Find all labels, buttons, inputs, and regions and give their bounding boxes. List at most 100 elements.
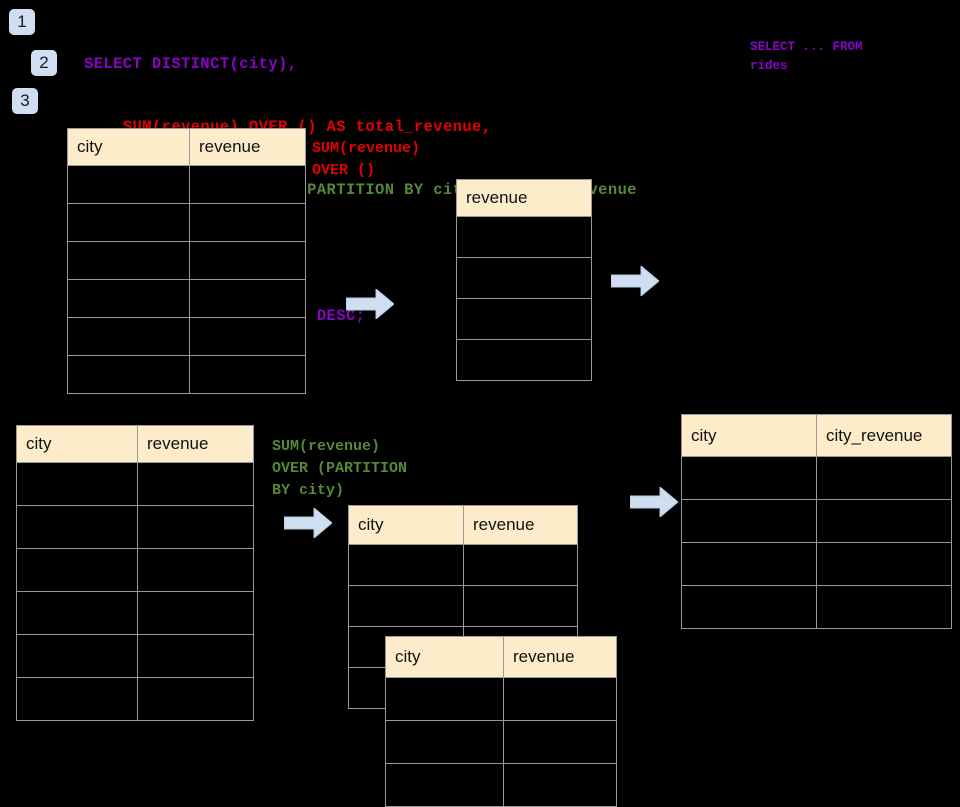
step-badge-1: 1 (9, 9, 35, 35)
step-badge-2: 2 (31, 50, 57, 76)
cell-city (67, 203, 190, 242)
cell-city (348, 585, 464, 627)
table-row (16, 677, 254, 721)
rides-source-table: city revenue (67, 128, 306, 394)
cell-city (16, 634, 138, 678)
column-header-city: city (385, 636, 504, 678)
table-row (348, 585, 578, 627)
annotation-sum-over-partition: SUM(revenue) OVER (PARTITION BY city) (272, 438, 408, 499)
cell-city-revenue (816, 585, 952, 629)
cell-city (67, 317, 190, 356)
cell-city (16, 548, 138, 592)
cell-city (67, 165, 190, 204)
cell-city (681, 456, 817, 500)
cell-revenue (463, 585, 578, 627)
cell-revenue (189, 241, 306, 280)
arrow-source-to-total-icon (346, 289, 394, 319)
table-row (16, 505, 254, 549)
cell-revenue (189, 165, 306, 204)
table-row (681, 585, 952, 629)
table-row (67, 203, 306, 242)
table-row (456, 339, 592, 381)
cell-revenue (503, 677, 617, 721)
annotation-sum-over-empty: SUM(revenue) OVER () (312, 140, 421, 179)
table-row (385, 677, 617, 721)
table-row (385, 763, 617, 807)
arrow-source2-to-partition-icon (284, 508, 332, 538)
cell-city (67, 355, 190, 394)
partition-table-a: city revenue (348, 505, 578, 709)
cell-revenue (137, 505, 254, 549)
table-row (385, 720, 617, 764)
table-row (67, 317, 306, 356)
table-row (681, 499, 952, 543)
cell-city (67, 241, 190, 280)
cell-city (385, 720, 504, 764)
cell-city (16, 505, 138, 549)
cell-revenue (456, 298, 592, 340)
table-header-row: city revenue (348, 505, 578, 545)
table-row (681, 542, 952, 586)
column-header-revenue: revenue (503, 636, 617, 678)
cell-city (67, 279, 190, 318)
cell-revenue (456, 257, 592, 299)
column-header-city: city (681, 414, 817, 457)
table-row (67, 165, 306, 204)
cell-revenue (503, 763, 617, 807)
arrow-partition-to-result-icon (630, 487, 678, 517)
cell-revenue (456, 216, 592, 258)
partition-table-b: city revenue (385, 636, 617, 807)
column-header-revenue: revenue (137, 425, 254, 463)
column-header-revenue: revenue (189, 128, 306, 166)
table-row (681, 456, 952, 500)
step-badge-3: 3 (12, 88, 38, 114)
cell-city-revenue (816, 499, 952, 543)
table-row (67, 241, 306, 280)
table-row (16, 591, 254, 635)
cell-revenue (456, 339, 592, 381)
cell-city-revenue (816, 456, 952, 500)
cell-city (681, 499, 817, 543)
table-row (16, 462, 254, 506)
table-header-row: city revenue (67, 128, 306, 166)
column-header-revenue: revenue (463, 505, 578, 545)
cell-revenue (189, 317, 306, 356)
cell-revenue (137, 462, 254, 506)
cell-revenue (137, 677, 254, 721)
table-row (456, 257, 592, 299)
cell-city (385, 677, 504, 721)
rides-source-table-2: city revenue (16, 425, 254, 721)
cell-city-revenue (816, 542, 952, 586)
table-header-row: city revenue (16, 425, 254, 463)
cell-city (348, 544, 464, 586)
cell-city (681, 585, 817, 629)
cell-city (16, 591, 138, 635)
cell-city (681, 542, 817, 586)
table-row (16, 634, 254, 678)
column-header-city: city (67, 128, 190, 166)
cell-revenue (189, 355, 306, 394)
table-header-row: revenue (456, 179, 592, 217)
arrow-total-to-result-icon (611, 266, 659, 296)
sql-line-select: SELECT DISTINCT(city), (84, 55, 298, 73)
column-header-city: city (348, 505, 464, 545)
table-row (16, 548, 254, 592)
annotation-select-from-rides: SELECT ... FROM rides (750, 40, 863, 73)
cell-city (385, 763, 504, 807)
table-row (67, 279, 306, 318)
table-row (456, 298, 592, 340)
cell-revenue (189, 279, 306, 318)
cell-revenue (503, 720, 617, 764)
cell-revenue (137, 548, 254, 592)
table-row (67, 355, 306, 394)
column-header-city: city (16, 425, 138, 463)
table-header-row: city revenue (385, 636, 617, 678)
cell-city (16, 677, 138, 721)
city-revenue-result-table: city city_revenue (681, 414, 952, 629)
table-row (456, 216, 592, 258)
total-revenue-table: revenue (456, 179, 592, 381)
cell-revenue (137, 634, 254, 678)
cell-revenue (189, 203, 306, 242)
table-row (348, 544, 578, 586)
column-header-city-revenue: city_revenue (816, 414, 952, 457)
